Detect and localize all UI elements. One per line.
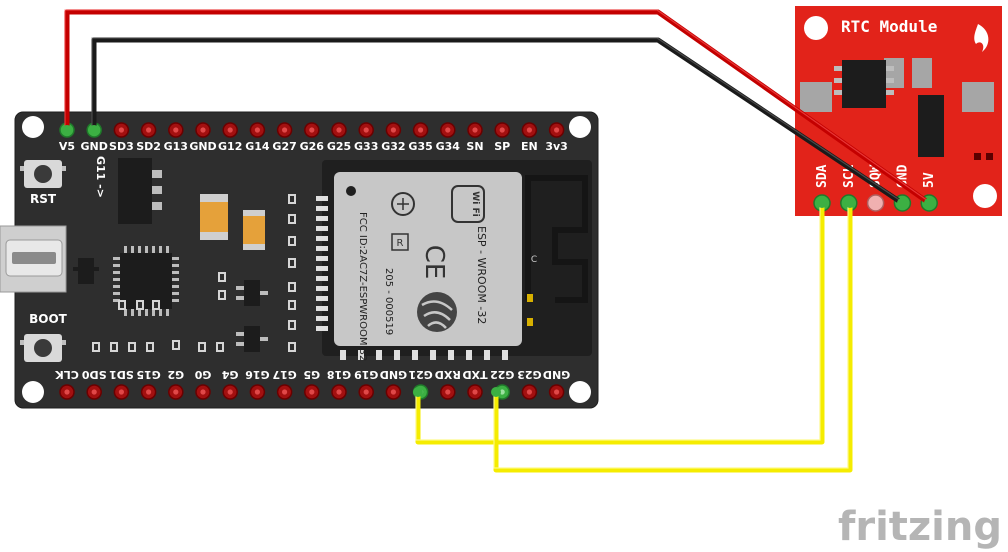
bottom-pin-label: G16 <box>245 368 270 381</box>
crystal <box>918 95 944 157</box>
top-pin-label: SN <box>466 140 483 153</box>
wires <box>62 9 934 473</box>
bottom-header-pins <box>59 384 565 400</box>
bottom-pin-label: TXD <box>462 368 487 381</box>
mount-hole <box>569 381 591 403</box>
module-code-text: 205 - 000519 <box>383 268 394 335</box>
module-fcc-text: FCC ID:2AC7Z-ESPWROOM 32 <box>357 212 368 361</box>
bottom-pin-label: GND <box>380 368 407 381</box>
antenna-trace <box>525 175 588 303</box>
espressif-logo <box>417 292 457 332</box>
fcc-logo <box>391 192 415 216</box>
top-pin-label: 3v3 <box>545 140 567 153</box>
top-pin-label: SP <box>494 140 510 153</box>
bottom-pin-label: RXD <box>435 368 461 381</box>
bottom-pin-label: G2 <box>167 368 184 381</box>
top-pin-label: SD2 <box>136 140 161 153</box>
usb-connector <box>0 225 67 293</box>
bottom-pin-label: G22 <box>490 368 514 381</box>
bottom-pin-label: G21 <box>408 368 432 381</box>
top-pin-label: SD3 <box>109 140 134 153</box>
top-pin-label: G34 <box>436 140 461 153</box>
bottom-pin-label: G18 <box>327 368 351 381</box>
capacitor <box>200 194 228 240</box>
svg-text:CE: CE <box>419 245 449 280</box>
bottom-pin-label: SD0 <box>82 368 107 381</box>
top-pin-label: GND <box>81 140 108 153</box>
mount-hole <box>22 116 44 138</box>
top-pin-label: G12 <box>218 140 242 153</box>
r-mark: R <box>391 233 409 251</box>
mount-hole <box>569 116 591 138</box>
module-c-label: C <box>531 255 537 265</box>
top-pin-label: G26 <box>300 140 325 153</box>
ce-logo: CE <box>419 245 449 280</box>
top-header-pins <box>59 122 565 138</box>
top-pin-label: G27 <box>272 140 296 153</box>
top-pin-label: G35 <box>408 140 432 153</box>
transistor <box>236 326 268 352</box>
g11-vertical-label: G11 -> <box>94 156 107 198</box>
rst-button <box>20 160 66 188</box>
smd-components <box>92 194 296 352</box>
rtc-pin-label: SDA <box>815 164 830 188</box>
bottom-pin-label: G23 <box>517 368 541 381</box>
mount-hole <box>804 16 828 40</box>
bottom-pin-label: G5 <box>303 368 320 381</box>
mount-hole <box>973 184 997 208</box>
rst-label: RST <box>30 192 57 206</box>
esp-wroom-module: C FCC ID:2AC7Z-ESPWROOM 32 205 - 000519 … <box>316 160 592 361</box>
transistor <box>236 280 268 306</box>
module-model-text: ESP - WROOM -32 <box>475 226 488 324</box>
top-pin-label: EN <box>521 140 538 153</box>
bottom-pin-label: SD1 <box>109 368 134 381</box>
bottom-pin-label: G19 <box>354 368 378 381</box>
voltage-regulator <box>118 158 162 224</box>
wire-yellow-g22 <box>493 203 853 473</box>
mount-hole <box>22 381 44 403</box>
top-pin-label: V5 <box>59 140 75 153</box>
bottom-pin-label: G0 <box>194 368 211 381</box>
boot-button <box>20 334 66 362</box>
bottom-pin-label: G4 <box>222 368 239 381</box>
top-pin-label: G14 <box>245 140 270 153</box>
bottom-pin-label: GND <box>543 368 570 381</box>
rtc-pin-label: 5V <box>922 172 937 188</box>
wire-red-v5 <box>64 9 931 206</box>
wire-black-gnd <box>91 37 904 206</box>
bottom-pin-label: G15 <box>136 368 160 381</box>
wire-yellow-g21 <box>415 203 825 445</box>
top-pin-label: G33 <box>354 140 378 153</box>
rtc-chip <box>834 60 894 108</box>
boot-label: BOOT <box>29 312 68 326</box>
rtc-pin-sqw <box>866 194 885 212</box>
bottom-pin-label: CLK <box>55 368 79 381</box>
svg-text:Wi Fi: Wi Fi <box>470 191 480 216</box>
rtc-title: RTC Module <box>841 17 937 36</box>
usb-uart-chip <box>113 246 179 316</box>
flame-icon <box>974 24 989 52</box>
wifi-logo: Wi Fi <box>451 185 485 223</box>
top-pin-label: G13 <box>164 140 188 153</box>
top-pin-label: GND <box>189 140 216 153</box>
bottom-pin-label: G17 <box>272 368 296 381</box>
capacitor <box>243 210 265 250</box>
top-pin-label: G25 <box>327 140 351 153</box>
top-pin-label: G32 <box>381 140 405 153</box>
svg-text:R: R <box>397 238 404 249</box>
fritzing-watermark: fritzing <box>838 504 1002 550</box>
